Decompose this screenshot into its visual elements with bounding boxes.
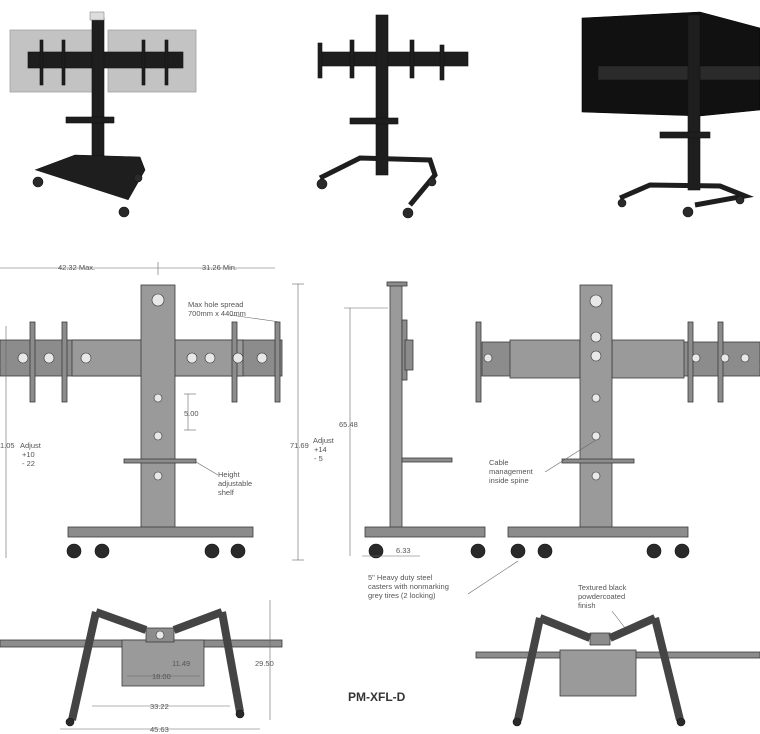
hole-spread-label-line1: Max hole spread [188, 300, 243, 309]
top-depth-dimension: 29.50 [255, 659, 274, 668]
caster-note-line2: casters with nonmarking [368, 582, 449, 591]
hole-spread-label-line2: 700mm x 440mm [188, 309, 246, 318]
caster-note-line1: 5" Heavy duty steel [368, 573, 433, 582]
outer-width-dimension: 45.63 [150, 725, 169, 734]
render-with-transparent-displays [9, 11, 197, 218]
front-adjust-minus: - 22 [22, 459, 35, 468]
base-depth-dimension: 6.33 [396, 546, 411, 555]
side-adjust-minus: - 5 [314, 454, 323, 463]
front-height-dimension: 1.05 [0, 441, 15, 450]
front-view-drawing [0, 262, 283, 559]
render-without-displays [316, 14, 469, 219]
side-adjust-label: Adjust [313, 436, 335, 445]
finish-note-line1: Textured black [578, 583, 627, 592]
cable-label-line1: Cable [489, 458, 509, 467]
shelf-label-line2: adjustable [218, 479, 252, 488]
side-view-drawing [292, 281, 486, 561]
rear-view-drawing [467, 284, 760, 595]
finish-note-line3: finish [578, 601, 596, 610]
mount-height-dimension: 65.48 [339, 420, 358, 429]
finish-leader [611, 610, 626, 629]
overall-width-dimension: 42.32 Max. [58, 263, 95, 272]
model-number: PM-XFL-D [348, 690, 406, 704]
render-with-black-displays [581, 11, 760, 218]
finish-note-line2: powdercoated [578, 592, 625, 601]
shelf-label-line1: Height [218, 470, 241, 479]
top-view-drawing [0, 600, 283, 730]
bottom-perspective-drawing [475, 614, 760, 727]
shelf-label-line3: shelf [218, 488, 235, 497]
cable-label-line2: management [489, 467, 534, 476]
front-adjust-label: Adjust [20, 441, 42, 450]
min-width-dimension: 31.26 Min. [202, 263, 237, 272]
side-adjust-plus: +14 [314, 445, 327, 454]
caster-note-line3: grey tires (2 locking) [368, 591, 436, 600]
cable-label-line3: inside spine [489, 476, 529, 485]
inner-width-dimension: 33.22 [150, 702, 169, 711]
tray-depth-dimension: 11.49 [172, 659, 190, 668]
overall-height-dimension: 71.69 [290, 441, 309, 450]
tray-width-dimension: 18.00 [152, 672, 171, 681]
front-adjust-plus: +10 [22, 450, 35, 459]
increment-dimension: 5.00 [184, 409, 199, 418]
